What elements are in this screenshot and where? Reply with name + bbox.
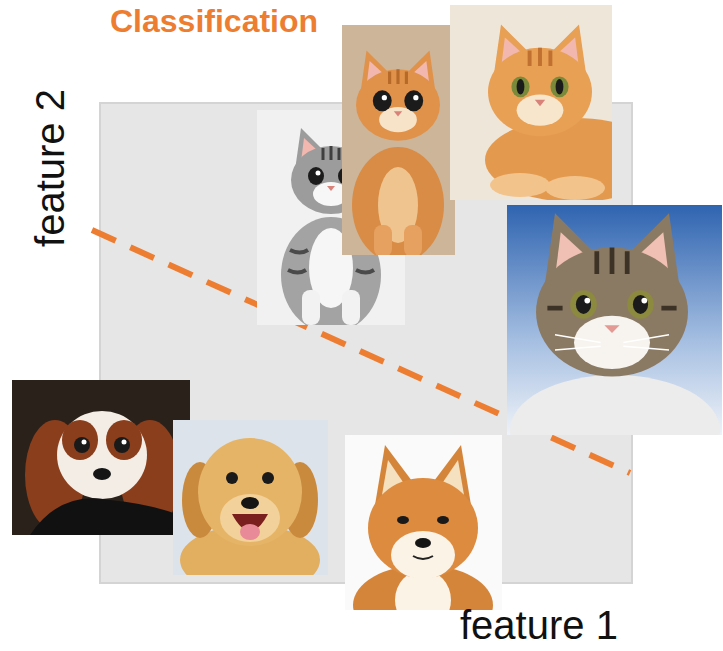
chart-title: Classification <box>110 4 318 39</box>
axis-label: feature 1 <box>460 603 618 647</box>
dog-photo <box>173 420 328 575</box>
dog-photo <box>12 380 190 535</box>
cat-photo <box>342 25 455 255</box>
cat-photo <box>507 205 722 435</box>
axis-label: feature 2 <box>28 89 72 247</box>
cat-photo <box>450 5 612 200</box>
dog-photo <box>345 435 502 610</box>
